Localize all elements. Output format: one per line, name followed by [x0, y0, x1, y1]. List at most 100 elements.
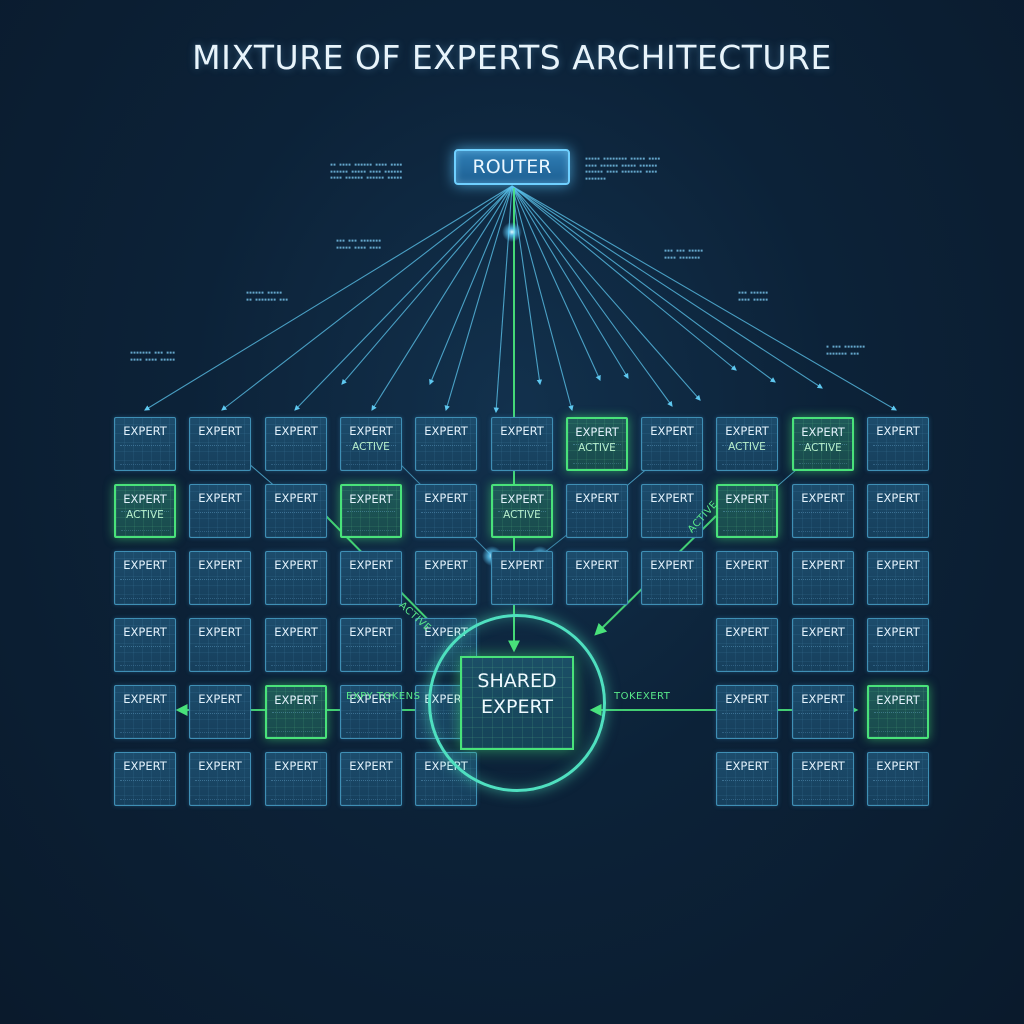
expert-box: EXPERT: [189, 417, 251, 471]
circuit-pattern: [572, 512, 622, 532]
circuit-pattern: [873, 512, 923, 532]
circuit-pattern: [573, 444, 621, 464]
circuit-pattern: [421, 445, 471, 465]
expert-label: EXPERT: [725, 492, 769, 506]
expert-label: EXPERT: [876, 491, 920, 505]
expert-box: EXPERT: [265, 752, 327, 806]
router-line: [444, 185, 513, 412]
expert-label: EXPERT: [725, 692, 769, 706]
expert-label: EXPERT: [198, 558, 242, 572]
router-line: [341, 185, 513, 385]
expert-box: EXPERT: [340, 484, 402, 538]
annotation-right-4: ▪ ▪▪▪ ▪▪▪▪▪▪▪ ▪▪▪▪▪▪▪ ▪▪▪: [826, 344, 866, 357]
circuit-pattern: [498, 511, 546, 531]
expert-box: EXPERT: [340, 752, 402, 806]
expert-active-label: ACTIVE: [728, 441, 766, 453]
circuit-pattern: [195, 579, 245, 599]
router-line: [429, 185, 513, 386]
annotation-left-3: ▪▪▪▪▪▪ ▪▪▪▪▪ ▪▪ ▪▪▪▪▪▪▪ ▪▪▪: [246, 290, 289, 303]
expert-label: EXPERT: [650, 558, 694, 572]
flow-label-left-tokens: EXPY TOKENS: [346, 691, 421, 702]
circuit-pattern: [120, 780, 170, 800]
expert-label: EXPERT: [801, 625, 845, 639]
circuit-pattern: [346, 445, 396, 465]
circuit-pattern: [195, 713, 245, 733]
expert-label: EXPERT: [123, 625, 167, 639]
expert-box: EXPERT: [114, 417, 176, 471]
circuit-pattern: [195, 445, 245, 465]
annotation-left-2: ▪▪▪ ▪▪▪ ▪▪▪▪▪▪▪ ▪▪▪▪▪ ▪▪▪▪ ▪▪▪▪: [336, 238, 382, 251]
circuit-pattern: [647, 445, 697, 465]
circuit-pattern: [722, 646, 772, 666]
expert-label: EXPERT: [424, 424, 468, 438]
expert-box: EXPERT: [189, 484, 251, 538]
router-box: ROUTER: [454, 149, 570, 185]
circuit-pattern: [572, 579, 622, 599]
expert-label: EXPERT: [575, 491, 619, 505]
expert-active-label: ACTIVE: [503, 509, 541, 521]
circuit-pattern: [798, 646, 848, 666]
expert-label: EXPERT: [876, 759, 920, 773]
router-line: [371, 185, 513, 411]
circuit-pattern: [421, 780, 471, 800]
expert-active-label: ACTIVE: [352, 441, 390, 453]
router-line: [511, 185, 574, 412]
expert-label: EXPERT: [349, 692, 393, 706]
expert-label: EXPERT: [876, 693, 920, 707]
expert-label: EXPERT: [198, 424, 242, 438]
expert-box: EXPERT: [340, 618, 402, 672]
circuit-pattern: [271, 512, 321, 532]
expert-label: EXPERT: [349, 492, 393, 506]
circuit-pattern: [873, 780, 923, 800]
expert-box: EXPERT: [189, 752, 251, 806]
circuit-pattern: [497, 579, 547, 599]
circuit-pattern: [121, 511, 169, 531]
flow-label-right-tokens: TOKEXERT: [614, 691, 671, 702]
expert-box: EXPERT: [792, 551, 854, 605]
expert-label: EXPERT: [274, 693, 318, 707]
circuit-pattern: [798, 780, 848, 800]
expert-box: EXPERT: [415, 484, 477, 538]
expert-label: EXPERT: [198, 491, 242, 505]
expert-label: EXPERT: [725, 558, 769, 572]
expert-box: EXPERT: [867, 685, 929, 739]
circuit-pattern: [347, 511, 395, 531]
circuit-pattern: [272, 712, 320, 732]
circuit-pattern: [799, 444, 847, 464]
router-line: [511, 185, 543, 386]
expert-box: EXPERT: [265, 685, 327, 739]
annotation-right-2: ▪▪▪ ▪▪▪ ▪▪▪▪▪ ▪▪▪▪ ▪▪▪▪▪▪▪: [664, 248, 704, 261]
expert-box: EXPERT: [716, 551, 778, 605]
circuit-pattern: [271, 780, 321, 800]
expert-label: EXPERT: [876, 558, 920, 572]
router-line: [144, 185, 513, 411]
expert-box: EXPERT: [716, 484, 778, 538]
expert-box: EXPERT: [415, 417, 477, 471]
expert-box: EXPERT: [792, 685, 854, 739]
circuit-pattern: [722, 579, 772, 599]
circuit-pattern: [346, 713, 396, 733]
expert-box: EXPERT: [792, 484, 854, 538]
expert-box: EXPERT: [867, 618, 929, 672]
glow-node: [502, 222, 522, 242]
expert-box: EXPERT: [114, 618, 176, 672]
expert-box: EXPERT ACTIVE: [716, 417, 778, 471]
annotation-left-4: ▪▪▪▪▪▪▪ ▪▪▪ ▪▪▪ ▪▪▪▪ ▪▪▪▪ ▪▪▪▪▪: [130, 350, 176, 363]
circuit-pattern: [874, 712, 922, 732]
circuit-pattern: [120, 646, 170, 666]
expert-box: EXPERT: [716, 752, 778, 806]
expert-label: EXPERT: [725, 424, 769, 438]
circuit-pattern: [722, 713, 772, 733]
circuit-pattern: [873, 646, 923, 666]
shared-expert-line1: SHARED: [477, 670, 557, 692]
expert-active-label: ACTIVE: [804, 442, 842, 454]
expert-label: EXPERT: [575, 425, 619, 439]
router-line: [221, 185, 513, 411]
circuit-pattern: [120, 713, 170, 733]
expert-label: EXPERT: [801, 692, 845, 706]
expert-label: EXPERT: [274, 558, 318, 572]
